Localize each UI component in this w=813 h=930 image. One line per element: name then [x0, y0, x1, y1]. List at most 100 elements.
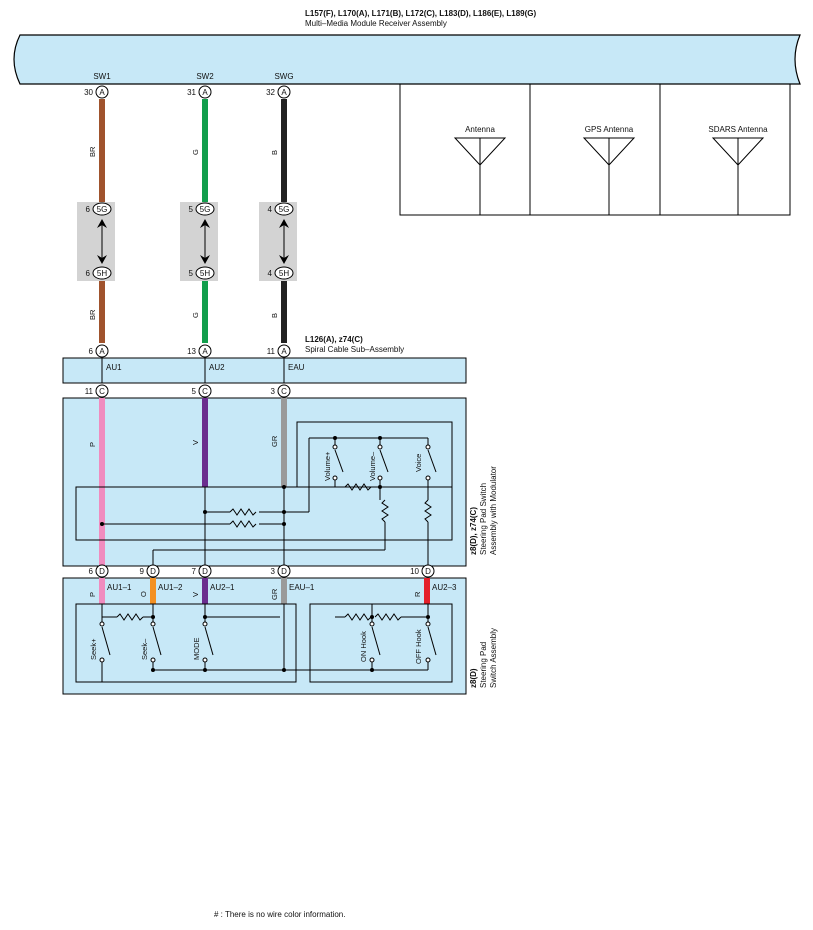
- svg-text:5: 5: [192, 387, 197, 396]
- junction-pin-marker: 5 5H: [189, 266, 215, 280]
- antenna-section: [399, 84, 791, 216]
- junction-block: [77, 202, 115, 281]
- signal-label-au2-3: AU2–3: [432, 583, 457, 592]
- svg-text:5G: 5G: [97, 205, 108, 214]
- wire-label-o: O: [139, 591, 148, 597]
- junction-blocks: [77, 202, 297, 281]
- spiral-label-au1: AU1: [106, 363, 122, 372]
- receiver-connector-codes: L157(F), L170(A), L171(B), L172(C), L183…: [305, 9, 537, 18]
- wire-o: [150, 578, 156, 604]
- switch-label-voice: Voice: [414, 454, 423, 472]
- svg-text:10: 10: [410, 567, 419, 576]
- wire-v-lower: [202, 578, 208, 604]
- svg-text:13: 13: [187, 347, 196, 356]
- junction-pin-marker: 4 5H: [268, 266, 294, 280]
- wire-gr: [281, 398, 287, 487]
- switch-label-volume-minus: Volume–: [368, 451, 377, 481]
- wire-r: [424, 578, 430, 604]
- gps-antenna-label: GPS Antenna: [585, 125, 634, 134]
- svg-text:9: 9: [140, 567, 145, 576]
- steering-pad-assembly: Seek+ Seek– MODE ON Hook OFF Hook P O V …: [62, 577, 498, 695]
- svg-text:11: 11: [85, 387, 94, 396]
- modulator-box: [62, 397, 467, 567]
- svg-text:31: 31: [187, 88, 196, 97]
- wire-p: [99, 398, 105, 566]
- svg-text:3: 3: [271, 567, 276, 576]
- pin-marker: 6 D: [89, 564, 109, 578]
- svg-text:D: D: [281, 567, 287, 576]
- gps-antenna-icon: [582, 137, 636, 215]
- svg-text:6: 6: [89, 347, 94, 356]
- switch-label-on-hook: ON Hook: [359, 631, 368, 662]
- pin-marker: 9 D: [140, 564, 160, 578]
- spiral-name: Spiral Cable Sub–Assembly: [305, 345, 404, 354]
- pin-marker: 7 D: [192, 564, 212, 578]
- switch-label-off-hook: OFF Hook: [414, 629, 423, 664]
- svg-text:30: 30: [84, 88, 93, 97]
- pin-markers: 30 A 31 A 32 A 6 5G 5 5G 4 5G: [84, 85, 435, 578]
- spiral-cable: L126(A), z74(C) Spiral Cable Sub–Assembl…: [62, 335, 467, 384]
- svg-text:A: A: [99, 347, 105, 356]
- steering-pad-connector-codes: z8(D): [469, 668, 478, 688]
- wire-p-lower: [99, 578, 105, 604]
- switch-label-seek-minus: Seek–: [140, 638, 149, 660]
- junction-block: [180, 202, 218, 281]
- junction-pin-marker: 6 5H: [86, 266, 112, 280]
- svg-text:5G: 5G: [200, 205, 211, 214]
- signal-label-au2-1: AU2–1: [210, 583, 235, 592]
- svg-text:4: 4: [268, 269, 273, 278]
- pin-marker: 3 D: [271, 564, 291, 578]
- antenna-label: Antenna: [465, 125, 495, 134]
- svg-text:5: 5: [189, 269, 194, 278]
- pin-marker: 11 A: [267, 344, 291, 358]
- antenna-icon: [453, 137, 507, 215]
- svg-text:4: 4: [268, 205, 273, 214]
- receiver-assembly: L157(F), L170(A), L171(B), L172(C), L183…: [13, 9, 801, 85]
- svg-text:A: A: [202, 88, 208, 97]
- svg-text:A: A: [202, 347, 208, 356]
- pin-marker: 10 D: [410, 564, 435, 578]
- junction-pin-marker: 4 5G: [268, 202, 294, 216]
- svg-text:D: D: [425, 567, 431, 576]
- pin-marker: 6 A: [89, 344, 109, 358]
- modulator-connector-codes: z8(D), z74(C): [469, 507, 478, 555]
- signal-label-au1-2: AU1–2: [158, 583, 183, 592]
- wire-label-gr-lower: GR: [270, 588, 279, 600]
- wire-label-v-lower: V: [191, 592, 200, 597]
- steering-pad-name-line2: Switch Assembly: [489, 628, 498, 688]
- terminal-label-swg: SWG: [274, 72, 293, 81]
- switch-label-mode: MODE: [192, 638, 201, 661]
- wire-label-v: V: [191, 440, 200, 445]
- wire-label-p: P: [88, 442, 97, 447]
- wire-label-gr: GR: [270, 435, 279, 447]
- spiral-label-au2: AU2: [209, 363, 225, 372]
- svg-text:6: 6: [86, 205, 91, 214]
- receiver-box: [13, 34, 801, 85]
- svg-text:C: C: [202, 387, 208, 396]
- switch-label-seek-plus: Seek+: [89, 638, 98, 660]
- terminal-label-sw2: SW2: [196, 72, 214, 81]
- wire-gr-lower: [281, 578, 287, 604]
- svg-text:6: 6: [86, 269, 91, 278]
- pin-marker: 3 C: [271, 384, 291, 398]
- svg-text:5G: 5G: [279, 205, 290, 214]
- svg-text:7: 7: [192, 567, 197, 576]
- pin-marker: 31 A: [187, 85, 212, 99]
- wire-label-br-lower: BR: [88, 309, 97, 320]
- pin-marker: 13 A: [187, 344, 212, 358]
- footnote: # : There is no wire color information.: [214, 910, 346, 919]
- steering-pad-box: [62, 577, 467, 695]
- terminal-label-sw1: SW1: [93, 72, 111, 81]
- svg-text:5H: 5H: [200, 269, 210, 278]
- wire-label-br: BR: [88, 146, 97, 157]
- wire-label-p-lower: P: [88, 592, 97, 597]
- modulator-name-line1: Steering Pad Switch: [479, 483, 488, 555]
- signal-label-eau-1: EAU–1: [289, 583, 315, 592]
- svg-text:A: A: [281, 347, 287, 356]
- steering-pad-name-line1: Steering Pad: [479, 642, 488, 688]
- svg-text:32: 32: [266, 88, 275, 97]
- spiral-connector-codes: L126(A), z74(C): [305, 335, 363, 344]
- spiral-box: [62, 357, 467, 384]
- modulator-assembly: Volume+ Volume– Voice z8(D), z74(C) Stee…: [62, 397, 498, 567]
